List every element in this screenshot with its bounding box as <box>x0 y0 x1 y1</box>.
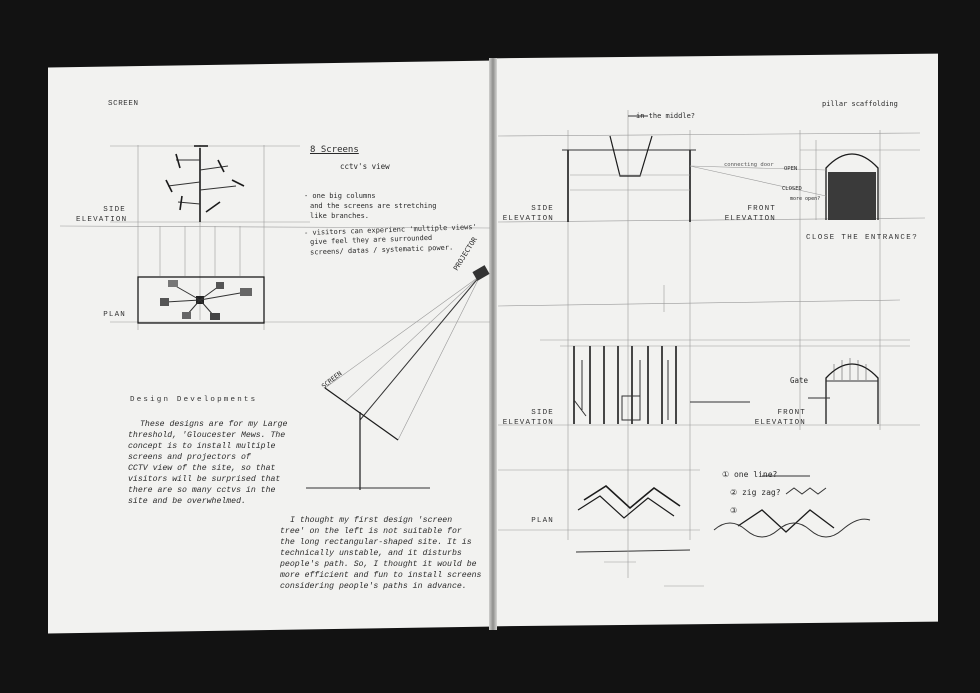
top-note: in the middle? <box>636 112 696 120</box>
option-zig-zag: ② zig zag? <box>730 488 781 497</box>
lower-front-elevation-label-line-1: FRONT <box>777 409 806 417</box>
upper-side-elevation-label: SIDE ELEVATION <box>502 204 554 224</box>
side-elevation-label: SIDE ELEVATION <box>76 205 126 225</box>
second-paragraph-line-2: tree' on the left is not suitable for <box>280 527 462 536</box>
upper-front-elevation-arch <box>689 140 920 220</box>
notes-subheading: cctv's view <box>340 162 390 171</box>
upper-front-elevation-label-line-1: FRONT <box>747 205 776 213</box>
upper-front-elevation-label: FRONT ELEVATION <box>722 204 776 224</box>
close-entrance-question: CLOSE THE ENTRANCE? <box>806 234 919 242</box>
plan-label-right: PLAN <box>531 517 554 525</box>
notes-line-3: like branches. <box>310 212 370 220</box>
plan-label: PLAN <box>103 311 126 319</box>
design-developments-line-1: These designs are for my Large <box>140 420 288 429</box>
notes-line-1: - one big columns <box>304 192 376 200</box>
second-paragraph-line-1: I thought my first design 'screen <box>290 516 453 525</box>
path-options-sketches <box>713 475 871 538</box>
upper-front-elevation-label-line-2: ELEVATION <box>724 215 776 223</box>
notebook-gutter <box>489 58 497 630</box>
upper-side-elevation-label-line-2: ELEVATION <box>502 215 554 223</box>
projector-diagram <box>306 265 490 490</box>
notes-heading: 8 Screens <box>310 145 359 155</box>
design-developments-line-6: visitors will be surprised that <box>128 475 281 484</box>
lower-front-elevation-label-line-2: ELEVATION <box>754 419 806 427</box>
notes-line-2: and the screens are stretching <box>310 202 437 210</box>
second-paragraph-line-5: people's path. So, I thought it would be <box>280 560 477 569</box>
connecting-door-note: connecting door <box>724 162 774 168</box>
lower-side-elevation-screens <box>498 345 920 426</box>
design-developments-line-3: concept is to install multiple <box>128 442 276 451</box>
open-note: OPEN <box>784 166 798 172</box>
design-developments-line-5: CCTV view of the site, so that <box>128 464 276 473</box>
second-paragraph-line-6: more efficient and fun to install screen… <box>280 571 482 580</box>
page-title: SCREEN <box>108 100 139 108</box>
lower-front-elevation-label: FRONT ELEVATION <box>752 408 806 428</box>
design-developments-line-2: threshold, 'Gloucester Mews. The <box>128 431 286 440</box>
side-elevation-label-line-1: SIDE <box>103 206 126 214</box>
lower-side-elevation-label: SIDE ELEVATION <box>502 408 554 428</box>
lower-side-elevation-label-line-1: SIDE <box>531 409 554 417</box>
corner-note: pillar scaffolding <box>822 100 898 108</box>
plan-zigzag <box>498 469 704 587</box>
design-developments-heading: Design Developments <box>130 396 258 404</box>
second-paragraph-line-4: technically unstable, and it disturbs <box>280 549 462 558</box>
design-developments-line-4: screens and projectors of <box>128 453 251 462</box>
option-wave: ③ <box>730 506 738 515</box>
screen-tree-plan <box>137 276 265 324</box>
lower-side-elevation-label-line-2: ELEVATION <box>502 419 554 427</box>
upper-side-elevation <box>497 110 926 540</box>
closed-note: CLOSED <box>782 186 802 192</box>
side-elevation-label-line-2: ELEVATION <box>76 216 128 224</box>
design-developments-line-8: site and be overwhelmed. <box>128 497 246 506</box>
gate-label: Gate <box>790 376 809 385</box>
upper-side-elevation-label-line-1: SIDE <box>531 205 554 213</box>
design-developments-line-7: there are so many cctvs in the <box>128 486 276 495</box>
second-paragraph-line-7: considering people's paths in advance. <box>280 582 467 591</box>
second-paragraph-line-3: the long rectangular-shaped site. It is <box>280 538 472 547</box>
lower-front-elevation-gate <box>808 358 879 424</box>
option-one-line: ① one line? <box>722 470 778 479</box>
mid-construction-lines <box>497 130 910 430</box>
screen-tree-side-elevation <box>165 145 245 222</box>
more-open-note: more open? <box>790 196 821 202</box>
